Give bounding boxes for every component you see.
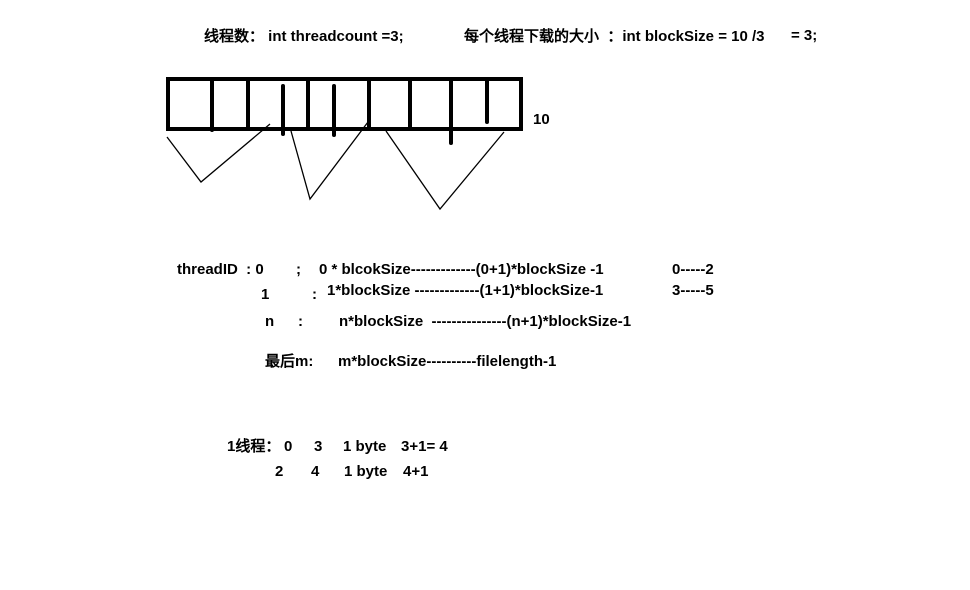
row1-formula: 1*blockSize -------------(1+1)*blockSize… bbox=[327, 282, 604, 299]
block-size-text: 每个线程下载的大小 ：int blockSize = 10 /3 bbox=[464, 28, 765, 45]
example-row2-size: 1 byte bbox=[344, 463, 388, 480]
row1-range: 3-----5 bbox=[672, 282, 714, 299]
file-length-label: 10 bbox=[533, 111, 550, 128]
example-row2-start: 2 bbox=[275, 463, 284, 480]
last-thread-label: 最后m: bbox=[265, 353, 314, 370]
row0-range: 0-----2 bbox=[672, 261, 714, 278]
row1-separator: : bbox=[312, 286, 317, 303]
block-dividers bbox=[210, 79, 489, 145]
example-thread-label: 1线程： bbox=[227, 438, 281, 455]
thread-count-text: 线程数： int threadcount =3; bbox=[204, 28, 404, 45]
brace-thread-1 bbox=[290, 121, 369, 201]
block-braces bbox=[166, 121, 505, 211]
brace-thread-0 bbox=[166, 123, 271, 183]
example-row1-size: 1 byte bbox=[343, 438, 387, 455]
example-row1-start: 0 bbox=[284, 438, 293, 455]
rown-formula: n*blockSize ---------------(n+1)*blockSi… bbox=[339, 313, 632, 330]
row1-label: 1 bbox=[261, 286, 270, 303]
example-row2-end: 4 bbox=[311, 463, 320, 480]
block-size-result: = 3; bbox=[791, 27, 818, 44]
brace-thread-2 bbox=[385, 130, 505, 211]
example-row1-calc: 3+1= 4 bbox=[401, 438, 448, 455]
file-bar bbox=[166, 77, 523, 131]
rown-label: n bbox=[265, 313, 275, 330]
row0-formula: 0 * blcokSize-------------(0+1)*blockSiz… bbox=[319, 261, 604, 278]
last-thread-formula: m*blockSize----------filelength-1 bbox=[338, 353, 557, 370]
row0-separator: ; bbox=[296, 261, 301, 278]
example-row2-calc: 4+1 bbox=[403, 463, 429, 480]
rown-separator: : bbox=[298, 313, 303, 330]
example-row1-end: 3 bbox=[314, 438, 323, 455]
thread-id-label: threadID : 0 bbox=[177, 261, 264, 278]
